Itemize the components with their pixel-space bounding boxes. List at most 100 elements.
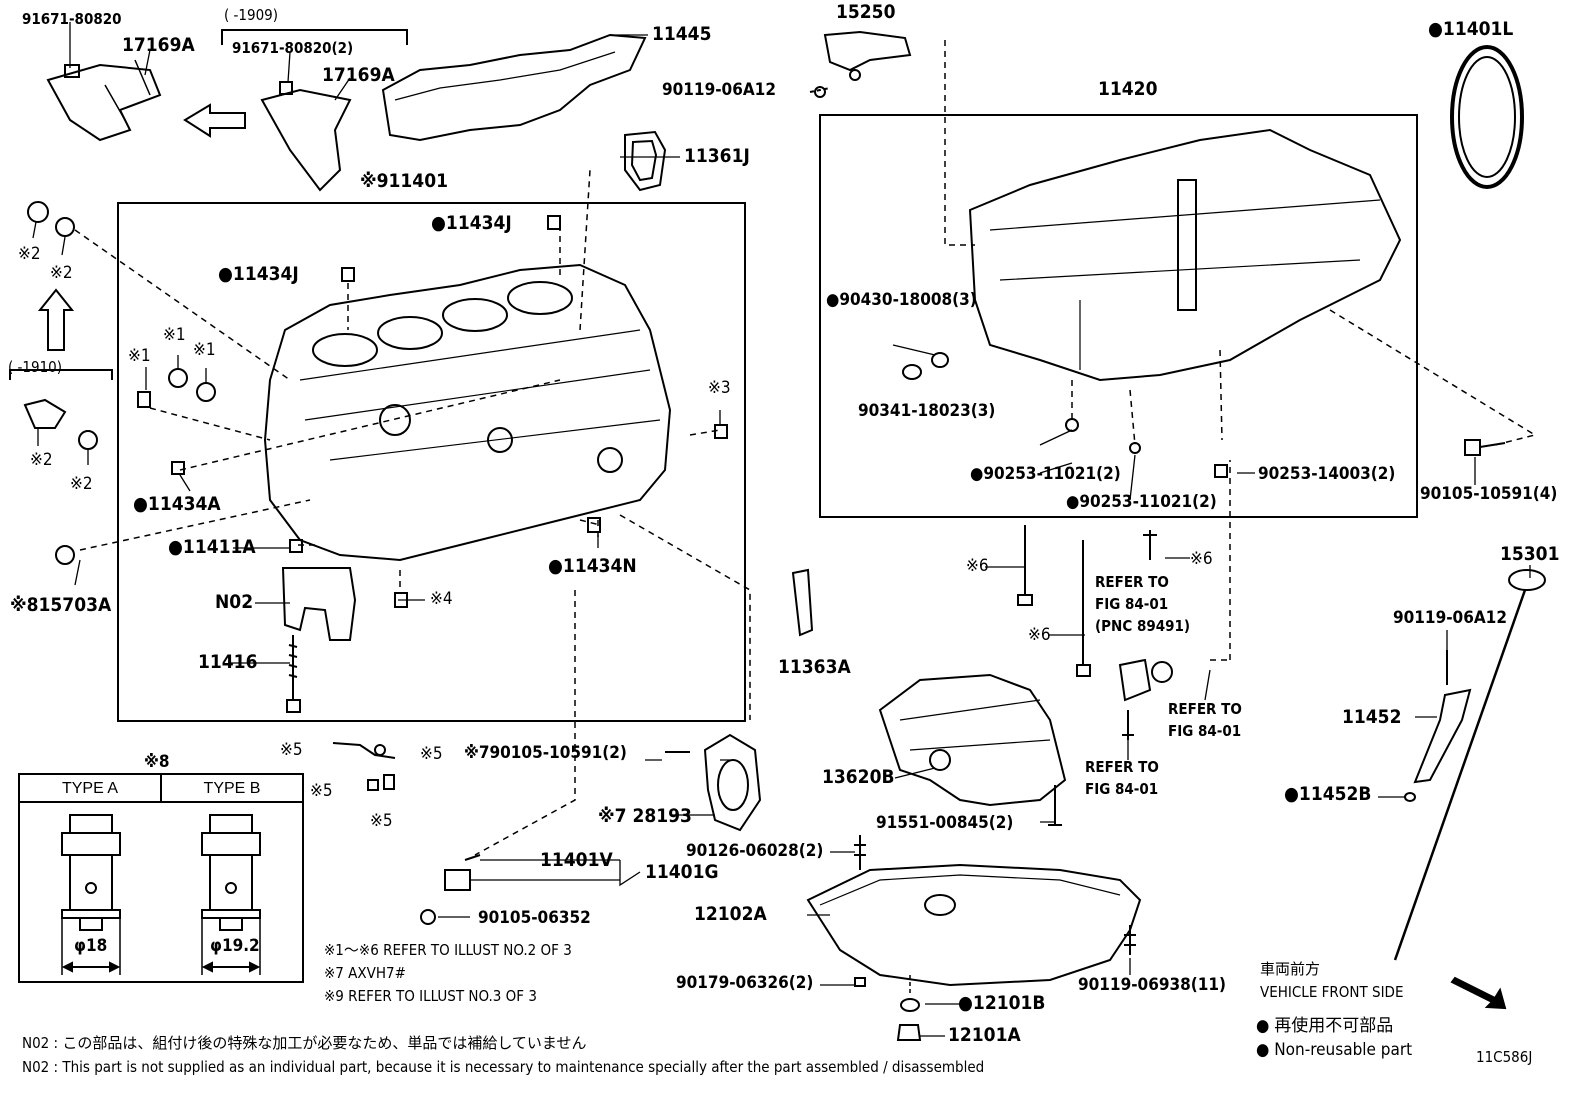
label-range-1909: ( -1909) <box>224 6 279 24</box>
guide-11452 <box>1413 688 1472 784</box>
label-11401l: ●11401L <box>1428 18 1514 40</box>
note-axvh7: ※7 AXVH7# <box>324 964 406 982</box>
refer-1b: FIG 84-01 <box>1095 595 1169 613</box>
label-mark6-c: ※6 <box>1190 549 1213 569</box>
label-90253-11021-b: ●90253-11021(2) <box>1066 492 1217 512</box>
refer-1c: (PNC 89491) <box>1095 617 1191 635</box>
seal-11401l <box>1450 45 1524 189</box>
label-90119-06a12-b: 90119-06A12 <box>1393 608 1507 628</box>
label-17169a-1: 17169A <box>122 34 195 56</box>
label-90253-14003: 90253-14003(2) <box>1258 464 1396 484</box>
refer-2b: FIG 84-01 <box>1168 722 1242 740</box>
dim-phi-19-2: φ19.2 <box>210 936 260 956</box>
label-11452: 11452 <box>1342 706 1402 728</box>
bolt-6b <box>1076 540 1091 677</box>
label-90105-06352: 90105-06352 <box>478 908 591 928</box>
label-15301: 15301 <box>1500 543 1560 565</box>
bolt-6c <box>1143 530 1157 560</box>
arrow-up-icon <box>37 288 75 351</box>
bracket-17169a-right <box>260 88 352 192</box>
tube-11363a <box>791 568 814 637</box>
type-drawings <box>61 814 261 975</box>
label-mark1-c: ※1 <box>193 340 216 360</box>
label-13620b: 13620B <box>822 766 895 788</box>
label-90179-06326: 90179-06326(2) <box>676 973 814 993</box>
sensor-left <box>23 398 67 429</box>
dim-phi-18: φ18 <box>74 936 108 956</box>
label-11452b: ●11452B <box>1284 783 1372 805</box>
label-17169a-2: 17169A <box>322 64 395 86</box>
oil-pan-upper-11420 <box>968 128 1402 382</box>
dipstick-15301 <box>1393 589 1527 961</box>
note-n02-english: N02 : This part is not supplied as an in… <box>22 1058 985 1076</box>
bolt-91671-80820 <box>64 64 80 78</box>
label-12101b: ●12101B <box>958 992 1046 1014</box>
label-n02: N02 <box>215 591 254 613</box>
label-90126-06028: 90126-06028(2) <box>686 841 824 861</box>
label-mark5-a: ※5 <box>280 740 303 760</box>
label-mark6-b: ※6 <box>1028 625 1051 645</box>
legend-front-japanese: 車両前方 <box>1260 960 1321 978</box>
label-15250: 15250 <box>836 1 896 23</box>
housing-frame <box>819 114 1418 518</box>
label-91671-80820: 91671-80820 <box>22 10 122 28</box>
label-11445: 11445 <box>652 23 712 45</box>
type-a-header: TYPE A <box>20 775 162 803</box>
label-90105-10591-4: 90105-10591(4) <box>1420 484 1558 504</box>
label-90253-11021-a: ●90253-11021(2) <box>970 464 1121 484</box>
legend-front-english: VEHICLE FRONT SIDE <box>1260 983 1404 1001</box>
label-mark5-c: ※5 <box>310 781 333 801</box>
refer-1a: REFER TO <box>1095 573 1169 591</box>
label-11401g: 11401G <box>645 861 719 883</box>
label-90119-06a12-top: 90119-06A12 <box>662 80 776 100</box>
label-28193: ※7 28193 <box>598 805 692 827</box>
arrow-left-icon <box>183 103 246 138</box>
refer-2a: REFER TO <box>1168 700 1242 718</box>
label-11416: 11416 <box>198 651 258 673</box>
legend-nonreusable-japanese: ● 再使用不可部品 <box>1256 1016 1394 1036</box>
seal-11361j <box>624 130 667 192</box>
note-n02-japanese: N02 : この部品は、組付け後の特殊な加工が必要なため、単品では補給していませ… <box>22 1034 587 1052</box>
cylinder-block-frame <box>117 202 746 722</box>
plug-2b <box>55 217 75 237</box>
label-91671-80820-2: 91671-80820(2) <box>232 39 354 57</box>
label-11363a: 11363A <box>778 656 851 678</box>
label-11401: ※911401 <box>360 170 448 192</box>
sensor-15250 <box>823 30 912 72</box>
label-mark2-a: ※2 <box>18 244 41 264</box>
label-11434j-1: ●11434J <box>431 212 512 234</box>
cover-11445 <box>381 33 647 142</box>
front-arrow-icon <box>1450 976 1507 1010</box>
plug-2a <box>27 201 49 223</box>
label-mark5-d: ※5 <box>370 811 393 831</box>
oil-pump-13620b <box>878 673 1067 807</box>
label-mark6-a: ※6 <box>966 556 989 576</box>
bearing-cap-n02 <box>281 567 357 641</box>
bolt-6a <box>1017 525 1033 606</box>
label-mark5-b: ※5 <box>420 744 443 764</box>
label-mark2-c: ※2 <box>30 450 53 470</box>
label-11401v: 11401V <box>540 849 613 871</box>
label-12101a: 12101A <box>948 1024 1021 1046</box>
label-90430-18008: ●90430-18008(3) <box>826 290 977 310</box>
note-refer-1-6: ※1～※6 REFER TO ILLUST NO.2 OF 3 <box>324 941 572 959</box>
type-table: TYPE A TYPE B φ18 φ19.2 <box>18 773 304 983</box>
label-mark2-d: ※2 <box>70 474 93 494</box>
cylinder-block-11401 <box>263 263 672 562</box>
label-15703a: ※815703A <box>10 594 112 616</box>
label-11411a: ●11411A <box>168 536 256 558</box>
label-90119-06938: 90119-06938(11) <box>1078 975 1227 995</box>
label-range-1910: ( -1910) <box>8 358 63 376</box>
label-12102a: 12102A <box>694 903 767 925</box>
label-90105-10591-2: ※790105-10591(2) <box>464 743 627 763</box>
label-mark2-b: ※2 <box>50 263 73 283</box>
label-11434a: ●11434A <box>133 493 221 515</box>
note-refer-9: ※9 REFER TO ILLUST NO.3 OF 3 <box>324 987 537 1005</box>
label-11434n: ●11434N <box>548 555 637 577</box>
label-mark3: ※3 <box>708 378 731 398</box>
legend-nonreusable-english: ● Non-reusable part <box>1256 1040 1413 1060</box>
type-b-header: TYPE B <box>162 775 302 803</box>
label-11434j-2: ●11434J <box>218 263 299 285</box>
